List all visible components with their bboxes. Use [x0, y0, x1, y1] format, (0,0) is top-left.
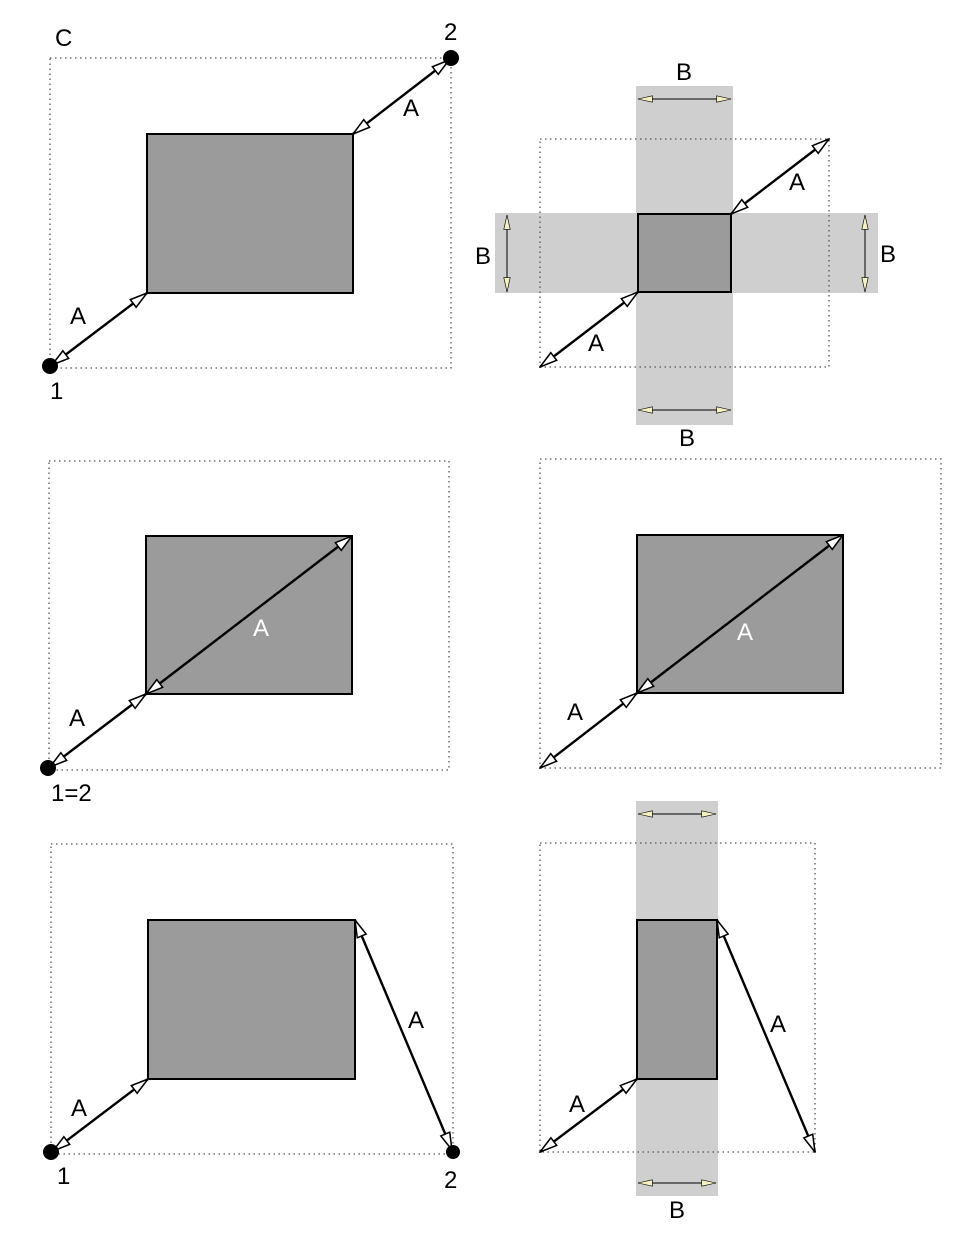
label-b: B: [679, 425, 695, 452]
panel-6: B A A: [540, 801, 815, 1224]
label-a: A: [403, 95, 419, 122]
label-a: A: [737, 619, 753, 646]
label-c: C: [55, 25, 72, 52]
point-2: [446, 1145, 460, 1159]
label-a: A: [253, 615, 269, 642]
point-1-2: [40, 760, 56, 776]
bounding-box: [539, 138, 830, 368]
label-a: A: [770, 1011, 786, 1038]
label-a: A: [408, 1007, 424, 1034]
panel-1: C 2 1 A A: [42, 19, 459, 405]
object-rect: [146, 133, 354, 294]
bounding-box: [539, 458, 942, 769]
panel-4: A A: [539, 458, 942, 769]
label-b: B: [669, 1197, 685, 1224]
label-a: A: [71, 1095, 87, 1122]
label-a: A: [567, 699, 583, 726]
label-2: 2: [444, 19, 457, 46]
label-1: 1: [50, 378, 63, 405]
label-a: A: [569, 1091, 585, 1118]
bounding-box: [539, 842, 816, 1153]
arrow-a: [53, 1079, 148, 1151]
arrow-a: [637, 535, 843, 693]
arrow-a: [540, 1079, 637, 1152]
object-rect: [147, 919, 356, 1080]
label-a: A: [588, 330, 604, 357]
label-b: B: [475, 243, 491, 270]
object-rect: [637, 213, 732, 293]
bounding-box: [50, 843, 454, 1155]
label-1: 1: [57, 1163, 70, 1190]
label-a: A: [69, 705, 85, 732]
point-1: [42, 358, 58, 374]
arrow-a: [731, 139, 829, 214]
arrow-a: [146, 536, 352, 694]
panel-3: A A 1=2: [40, 460, 450, 807]
label-b: B: [676, 59, 692, 86]
arrow-a: [353, 60, 449, 134]
object-rect: [636, 919, 718, 1080]
label-2: 2: [444, 1167, 457, 1194]
arrow-a: [540, 693, 637, 768]
label-a: A: [789, 169, 805, 196]
arrow-a: [355, 920, 452, 1150]
bounding-box: [48, 460, 450, 771]
bounding-box: [49, 57, 452, 369]
point-1: [43, 1144, 59, 1160]
panel-5: 1 2 A A: [43, 843, 460, 1194]
arrow-a: [540, 292, 638, 367]
point-2: [443, 50, 459, 66]
panel-2: B B B B A A: [475, 59, 896, 452]
label-a: A: [70, 303, 86, 330]
label-1-equals-2: 1=2: [51, 780, 92, 807]
label-b: B: [880, 241, 896, 268]
arrow-a: [717, 920, 815, 1152]
arrow-a: [50, 694, 146, 767]
arrow-a: [52, 293, 147, 365]
